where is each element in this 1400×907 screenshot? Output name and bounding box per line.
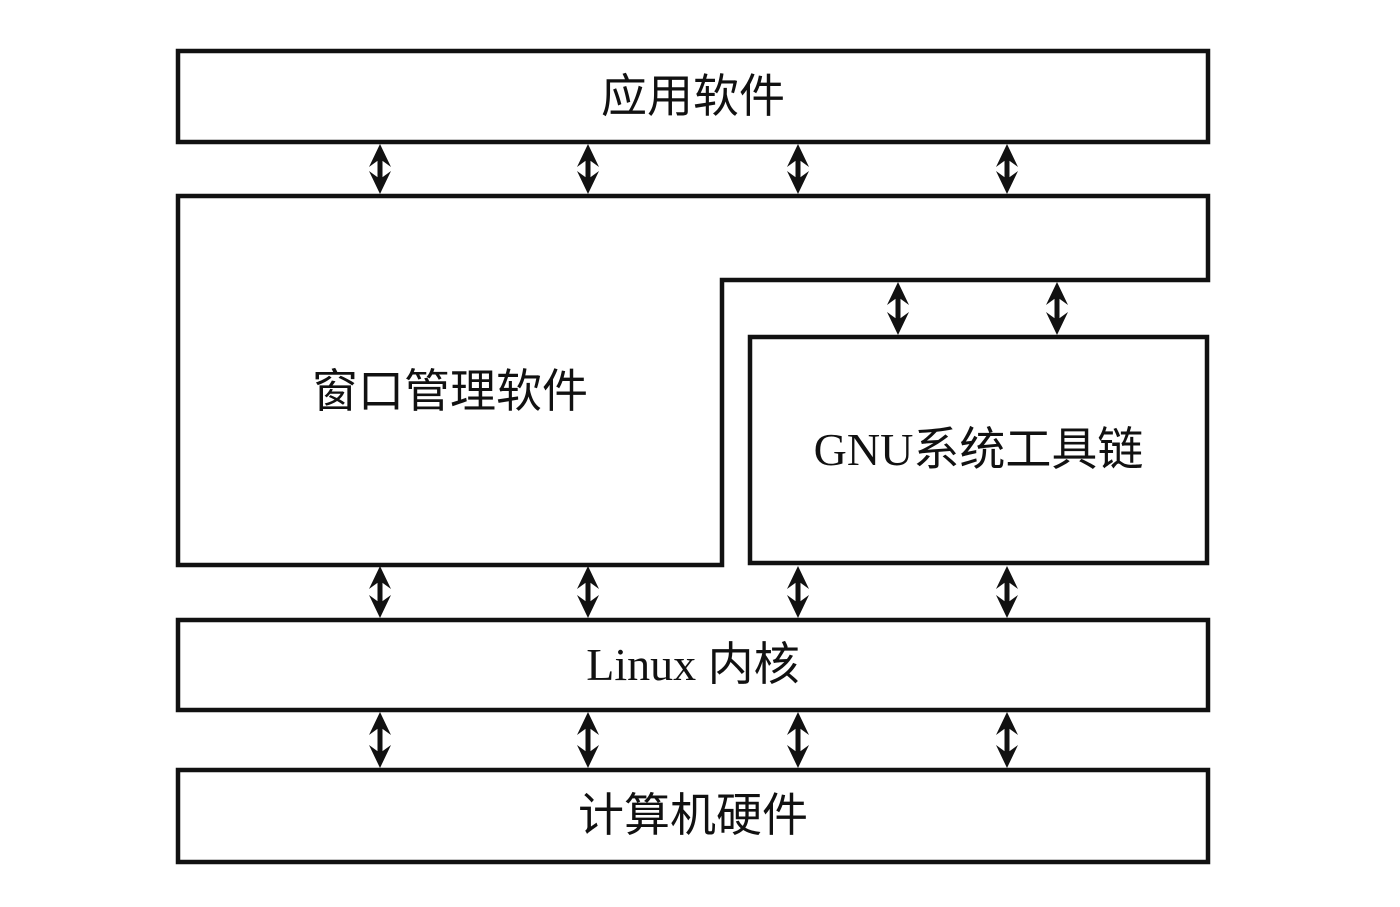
bidirectional-arrow-icon [369,566,391,618]
application-box [175,48,1211,145]
bidirectional-arrow-icon [996,712,1018,768]
bidirectional-arrow-icon [887,282,909,335]
linux-kernel-box [175,617,1211,713]
hardware-box [175,767,1211,865]
bidirectional-arrow-icon [577,144,599,194]
bidirectional-arrow-icon [787,144,809,194]
gnu-toolchain-box [747,334,1210,566]
bidirectional-arrow-icon [577,712,599,768]
application-box-label: 应用软件 [601,70,785,122]
window-manager-box [175,193,1211,568]
linux-kernel-box-label: Linux 内核 [586,639,800,690]
bidirectional-arrow-icon [369,144,391,194]
window-manager-box-label: 窗口管理软件 [312,365,588,417]
hardware-box-label: 计算机硬件 [578,790,808,841]
bidirectional-arrow-icon [787,566,809,618]
bidirectional-arrow-icon [577,566,599,618]
bidirectional-arrow-icon [1046,282,1068,335]
bidirectional-arrow-icon [369,712,391,768]
bidirectional-arrow-icon [996,566,1018,618]
bidirectional-arrow-icon [996,144,1018,194]
gnu-toolchain-box-label: GNU系统工具链 [813,424,1144,475]
bidirectional-arrow-icon [787,712,809,768]
